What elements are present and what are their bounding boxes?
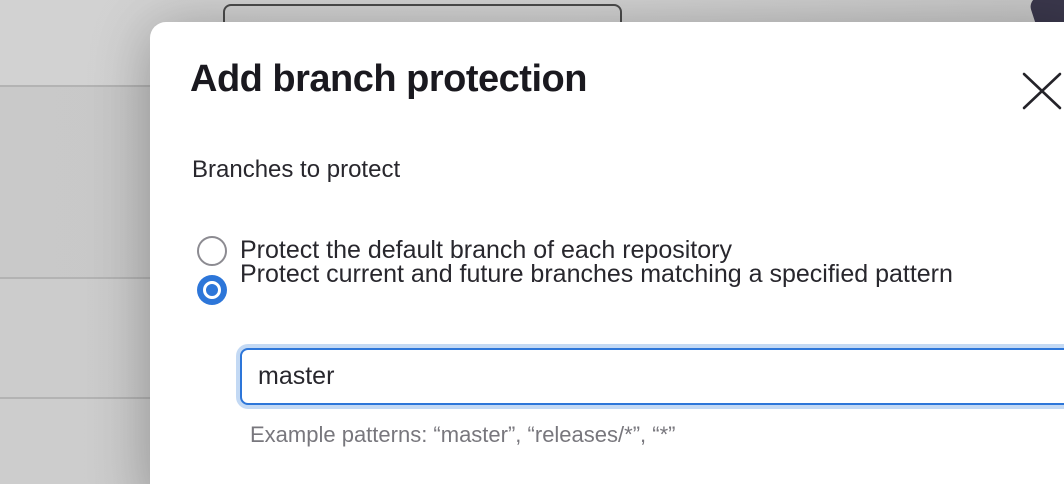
radio-option-label[interactable]: Protect the default branch of each repos… [240,236,732,264]
branches-to-protect-label: Branches to protect [192,156,401,183]
radio-option-default-branch[interactable]: Protect the default branch of each repos… [197,214,732,266]
close-icon [1016,60,1064,112]
radio-unselected-icon[interactable] [197,236,227,266]
radio-option-label[interactable]: Protect current and future branches matc… [240,260,953,288]
radio-option-pattern[interactable]: Protect current and future branches matc… [197,259,953,305]
radio-selected-dot [203,281,221,299]
close-button[interactable] [1016,60,1064,112]
add-branch-protection-dialog: Add branch protection Branches to protec… [150,22,1064,484]
branch-pattern-input[interactable] [240,348,1064,405]
dialog-title: Add branch protection [190,58,587,100]
pattern-helper-text: Example patterns: “master”, “releases/*”… [250,422,676,447]
radio-selected-icon[interactable] [197,275,227,305]
